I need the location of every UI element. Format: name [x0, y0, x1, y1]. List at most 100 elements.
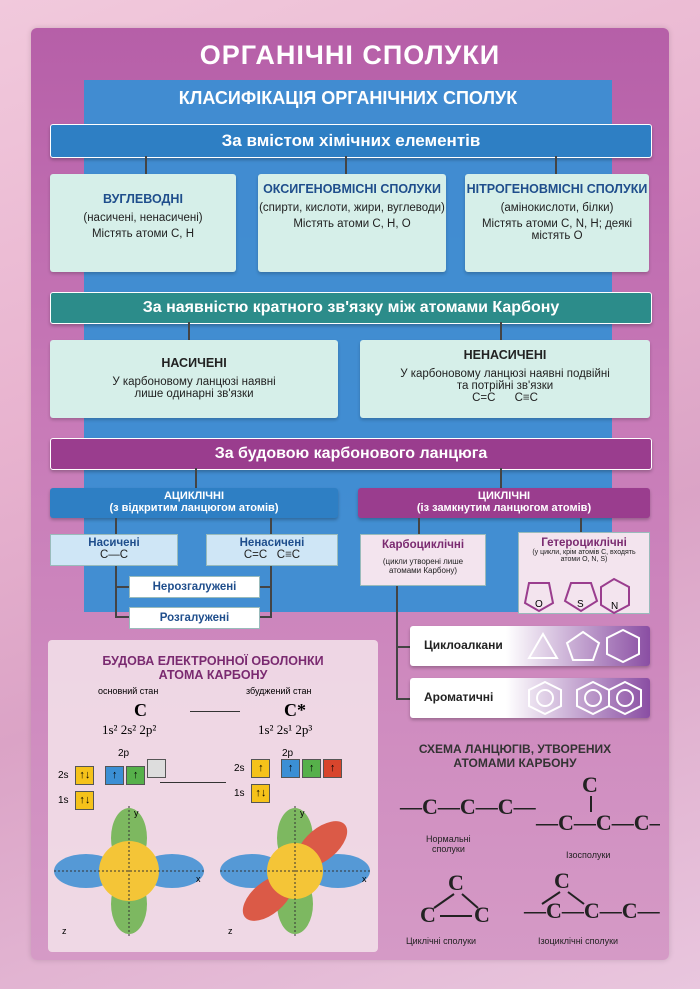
y-axis-label-excited: y	[300, 808, 305, 818]
unsaturated-line2: С=С С≡С	[472, 392, 538, 404]
naphthalene-ring-b	[608, 680, 642, 716]
iso-branch-c: C	[582, 772, 598, 797]
n-atom: N	[611, 601, 618, 612]
section-chain-header: За будовою карбонового ланцюга	[50, 438, 652, 470]
orbital-1s-excited: ↑↓	[251, 784, 271, 803]
connector	[396, 646, 410, 648]
pyridine-ring	[600, 577, 630, 615]
orbital-excited: 2p 2s ↑ ↑↑↑ 1s ↑↓	[234, 748, 344, 803]
thiophene-ring	[563, 582, 599, 613]
section-elements-header: За вмістом хімічних елементів	[50, 124, 652, 158]
connector	[258, 616, 272, 618]
chains-title: СХЕМА ЛАНЦЮГІВ, УТВОРЕНИХ АТОМАМИ КАРБОН…	[390, 742, 640, 770]
nitrogen-line2: Містять атоми С, N, Н; деякі містять О	[481, 218, 633, 242]
connector	[555, 156, 557, 174]
unsaturated-box: НЕНАСИЧЕНІ У карбоновому ланцюзі наявні …	[360, 340, 650, 418]
chain-diagrams: —C—C—C— C —C—C—C— C C C C —C—C—C— Нормал…	[399, 772, 660, 946]
cycloalkane-shapes	[527, 628, 640, 664]
hetero-rings: O S N	[523, 577, 630, 615]
cyclic-left-c: C	[420, 902, 436, 927]
config-excited: 1s² 2s¹ 2p³	[258, 722, 313, 737]
connector	[115, 566, 117, 616]
connector	[145, 156, 147, 174]
chains-title-line2: АТОМАМИ КАРБОНУ	[453, 756, 577, 770]
2s-label-excited: 2s	[234, 763, 245, 774]
saturated-chip: Насичені С—С	[50, 534, 178, 566]
carbocyclic-box: Карбоциклічні (цикли утворені лише атома…	[360, 534, 486, 586]
shell-title-line2: АТОМА КАРБОНУ	[158, 668, 268, 682]
o-atom: O	[535, 599, 543, 610]
orbital-2p2-excited: ↑	[302, 759, 322, 778]
connector	[115, 616, 129, 618]
connector	[195, 468, 197, 488]
connector	[418, 518, 420, 534]
1s-label-excited: 1s	[234, 788, 245, 799]
x-axis-label-excited: x	[362, 874, 367, 884]
section-bonds-header: За наявністю кратного зв'язку між атомам…	[50, 292, 652, 324]
orbital-2s: ↑↓	[75, 766, 95, 785]
isocyclic-top-c: C	[554, 868, 570, 893]
iso-chain: —C—C—C—	[535, 810, 660, 835]
connector	[115, 518, 117, 534]
unbranched-chip: Нерозгалужені	[129, 576, 260, 598]
nitrogen-line1: (амінокислоти, білки)	[500, 202, 614, 214]
benzene-ring	[528, 680, 562, 716]
cycloalkanes-label: Циклоалкани	[424, 638, 503, 652]
isocyclic-label: Ізоциклічні сполуки	[538, 936, 618, 946]
acyclic-sub: (з відкритим ланцюгом атомів)	[109, 502, 279, 514]
pentagon-ring	[565, 630, 601, 661]
1s-label: 1s	[58, 795, 69, 806]
unsaturated-line1: У карбоновому ланцюзі наявні подвійні та…	[400, 368, 610, 392]
unsaturated-chip: Ненасичені С=С С≡С	[206, 534, 338, 566]
aromatic-label: Ароматичні	[424, 690, 494, 704]
cyclic-box: ЦИКЛІЧНІ (із замкнутим ланцюгом атомів)	[358, 488, 650, 518]
saturated-line1: У карбоновому ланцюзі наявні лише одинар…	[112, 376, 276, 400]
classification-title: КЛАСИФІКАЦІЯ ОРГАНІЧНИХ СПОЛУК	[178, 88, 518, 108]
orbital-2p1: ↑	[105, 766, 125, 785]
oxygen-title: ОКСИГЕНОВМІСНІ СПОЛУКИ	[263, 182, 441, 196]
arrow	[190, 711, 240, 712]
hydrocarbons-box: ВУГЛЕВОДНІ (насичені, ненасичені) Містят…	[50, 174, 236, 272]
orbital-lobes-ground: y x z	[54, 806, 204, 936]
connector	[345, 156, 347, 174]
2s-label: 2s	[58, 770, 69, 781]
hexagon-ring	[606, 628, 640, 664]
excited-state-label: збуджений стан	[246, 686, 312, 696]
connector	[270, 518, 272, 534]
page-title: ОРГАНІЧНІ СПОЛУКИ	[199, 40, 501, 70]
aromatic-shapes	[528, 680, 642, 716]
orbital-2p3	[147, 759, 167, 778]
normal-label-2: сполуки	[432, 844, 465, 854]
unsaturated-chip-title: Ненасичені	[239, 537, 305, 549]
shell-title-line1: БУДОВА ЕЛЕКТРОННОЇ ОБОЛОНКИ	[102, 654, 324, 668]
oxygen-box: ОКСИГЕНОВМІСНІ СПОЛУКИ (спирти, кислоти,…	[258, 174, 446, 272]
isocyclic-chain: —C—C—C—	[523, 898, 660, 923]
saturated-chip-title: Насичені	[88, 537, 140, 549]
cyclic-right-c: C	[474, 902, 490, 927]
connector	[500, 468, 502, 488]
cycloalkanes-box: Циклоалкани	[410, 626, 650, 666]
acyclic-box: АЦИКЛІЧНІ (з відкритим ланцюгом атомів)	[50, 488, 338, 518]
carbon-ground: C	[134, 700, 147, 720]
saturated-title: НАСИЧЕНІ	[161, 356, 227, 370]
z-axis-label: z	[62, 926, 67, 936]
unbranched-label: Нерозгалужені	[152, 581, 237, 593]
orbital-1s: ↑↓	[75, 791, 95, 810]
oxygen-line2: Містять атоми С, Н, О	[293, 218, 411, 230]
cyclic-sub: (із замкнутим ланцюгом атомів)	[416, 502, 592, 514]
p-label: 2p	[118, 748, 130, 759]
config-ground: 1s² 2s² 2p²	[102, 722, 157, 737]
connector	[396, 698, 410, 700]
cyclic-label: Циклічні сполуки	[406, 936, 476, 946]
hydrocarbons-line1: (насичені, ненасичені)	[83, 212, 203, 224]
nitrogen-title: НІТРОГЕНОВМІСНІ СПОЛУКИ	[466, 182, 648, 196]
orbital-ground: 2p 2s ↑↓ ↑↑ 1s ↑↓	[58, 748, 168, 810]
orbital-2p1-excited: ↑	[281, 759, 301, 778]
connector	[115, 586, 129, 588]
s-atom: S	[577, 599, 584, 610]
orbital-2p2: ↑	[126, 766, 146, 785]
unsaturated-title: НЕНАСИЧЕНІ	[463, 348, 547, 362]
connector	[500, 322, 502, 340]
orbital-2p3-excited: ↑	[323, 759, 343, 778]
carbocyclic-sub: (цикли утворені лише атомами Карбону)	[382, 557, 464, 575]
